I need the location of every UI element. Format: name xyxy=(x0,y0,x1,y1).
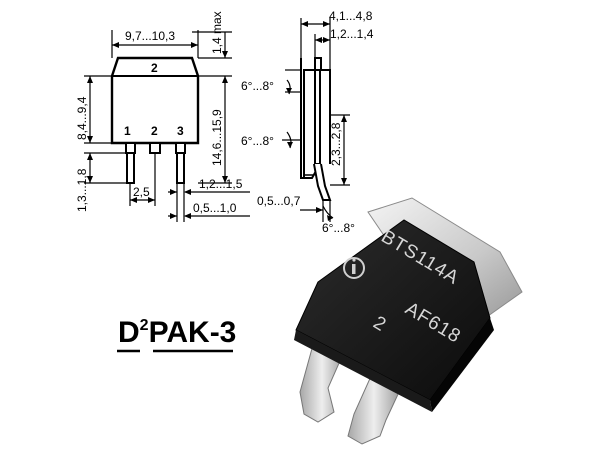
front-tab-pin-label: 2 xyxy=(151,61,158,75)
front-pin-2-label: 2 xyxy=(151,124,158,138)
front-pin-1-label: 1 xyxy=(124,124,131,138)
side-lead-dim: 0,5...0,7 xyxy=(257,194,301,208)
photo-logo-icon xyxy=(343,257,365,279)
front-pin-3-label: 3 xyxy=(177,124,184,138)
side-angle-bottom-dim: 6°...8° xyxy=(322,221,355,235)
side-angle-mid-dim: 6°...8° xyxy=(241,134,274,148)
front-overall-height-dim: 14,6...15,9 xyxy=(210,109,224,166)
front-lead-thickness-dim: 0,5...1,0 xyxy=(193,201,237,215)
svg-text:D2PAK-3: D2PAK-3 xyxy=(118,316,236,349)
side-view-lead xyxy=(313,163,332,201)
package-title: D2PAK-3 xyxy=(117,316,236,353)
front-lead-length-dim: 1,3...1,8 xyxy=(75,168,89,212)
package-name-superscript: 2 xyxy=(140,317,149,334)
front-view xyxy=(84,30,250,222)
side-view xyxy=(282,18,350,222)
front-view-lead-3 xyxy=(175,142,186,154)
package-name-suffix: PAK-3 xyxy=(149,316,237,349)
side-standoff-dim: 2,3...2,8 xyxy=(329,122,343,166)
photo-lead-3 xyxy=(347,373,401,445)
side-body-thickness-dim: 4,1...4,8 xyxy=(329,9,373,23)
side-angle-top-dim: 6°...8° xyxy=(241,79,274,93)
front-view-lead-1 xyxy=(125,142,136,154)
front-tab-height-dim: 8,4...9,4 xyxy=(75,96,89,140)
front-width-dim: 9,7...10,3 xyxy=(125,29,175,43)
component-photo: BTS114A 2 AF618 xyxy=(294,197,523,445)
front-max-height-dim: 1,4 max xyxy=(210,11,224,54)
front-lead-width-dim: 1,2...1,5 xyxy=(199,177,243,191)
front-view-lead-2 xyxy=(149,142,161,154)
front-pitch-dim: 2,5 xyxy=(133,185,150,199)
package-name-prefix: D xyxy=(118,316,140,349)
side-view-body xyxy=(300,58,331,179)
side-tab-thickness-dim: 1,2...1,4 xyxy=(330,27,374,41)
